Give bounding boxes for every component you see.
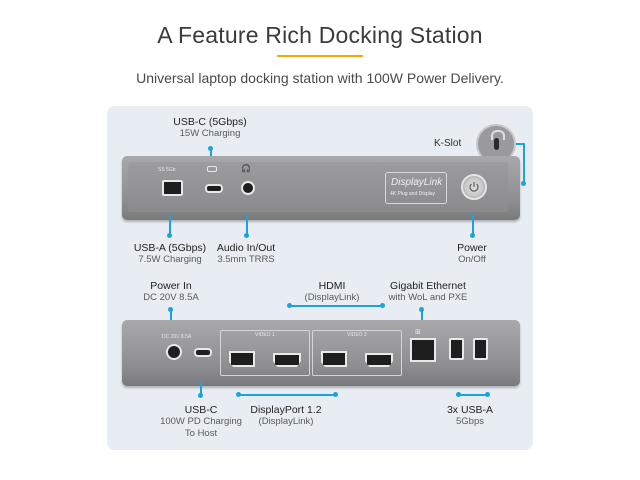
label-front-usba-detail: 7.5W Charging	[138, 254, 202, 265]
video-group-2: VIDEO 2	[312, 330, 402, 376]
page-title: A Feature Rich Docking Station	[157, 22, 483, 48]
callout-front-usba-line	[168, 216, 171, 234]
label-audio-detail: 3.5mm TRRS	[217, 254, 275, 265]
label-back-usba: 3x USB-A 5Gbps	[430, 404, 510, 428]
ethernet-port	[410, 338, 436, 362]
front-usbc-port	[205, 184, 223, 193]
title-underline	[277, 55, 363, 57]
front-faceplate	[128, 162, 508, 212]
power-button[interactable]	[461, 174, 487, 200]
label-power-detail: On/Off	[458, 254, 486, 265]
label-displayport: DisplayPort 1.2 (DisplayLink)	[234, 404, 338, 428]
callout-back-usbc-dot	[198, 393, 203, 398]
callout-power-dot	[470, 233, 475, 238]
callout-hdmi-hline	[290, 304, 382, 307]
dock-front-view: SS 5Gb 🎧 DisplayLink 4K Plug and Display	[122, 156, 520, 220]
label-power-in-detail: DC 20V 8.5A	[143, 292, 199, 303]
usbc-symbol-icon	[207, 166, 217, 172]
label-hdmi: HDMI (DisplayLink)	[292, 280, 372, 304]
video-group-1-label: VIDEO 1	[255, 332, 275, 338]
back-usba-port-2	[473, 338, 488, 360]
dp-port-2	[321, 351, 347, 367]
back-usbc-port	[194, 348, 212, 357]
displaylink-logo: DisplayLink	[391, 177, 443, 188]
callout-usba-dot-left	[456, 392, 461, 397]
label-front-usbc-name: USB-C (5Gbps)	[173, 116, 247, 128]
label-back-usbc: USB-C 100W PD Charging To Host	[150, 404, 252, 440]
front-audio-port	[241, 181, 255, 195]
callout-power-line	[471, 214, 474, 234]
label-back-usbc-detail2: To Host	[184, 428, 218, 439]
callout-kslot-hline	[516, 143, 525, 145]
displaylink-badge: DisplayLink 4K Plug and Display	[385, 172, 447, 204]
callout-kslot-dot	[521, 181, 526, 186]
label-ethernet-name: Gigabit Ethernet	[390, 280, 466, 292]
label-back-usba-detail: 5Gbps	[456, 416, 484, 427]
label-power-in-name: Power In	[150, 280, 192, 292]
callout-hdmi-dot-right	[380, 303, 385, 308]
usba-port-marking: SS 5Gb	[158, 167, 176, 173]
callout-power-in-dot	[168, 307, 173, 312]
lock-icon	[491, 130, 505, 140]
label-front-usbc: USB-C (5Gbps) 15W Charging	[150, 116, 270, 140]
video-group-1: VIDEO 1	[220, 330, 310, 376]
label-back-usba-name: 3x USB-A	[446, 404, 494, 416]
page-subtitle: Universal laptop docking station with 10…	[136, 70, 504, 86]
label-hdmi-detail: (DisplayLink)	[304, 292, 360, 303]
label-kslot: K-Slot	[434, 138, 462, 149]
label-ethernet: Gigabit Ethernet with WoL and PXE	[376, 280, 480, 304]
label-power-name: Power	[457, 242, 487, 254]
label-power: Power On/Off	[430, 242, 514, 266]
network-icon: ⊞	[415, 329, 421, 336]
headset-icon: 🎧	[241, 164, 251, 173]
dc-port-marking: DC 20V 8.5A	[162, 334, 192, 340]
dp-port-1	[229, 351, 255, 367]
label-hdmi-name: HDMI	[318, 280, 346, 292]
callout-usba-hline	[459, 393, 487, 396]
callout-dp-dot-right	[333, 392, 338, 397]
callout-hdmi-dot-left	[287, 303, 292, 308]
displaylink-4k-badge: 4K Plug and Display	[390, 191, 436, 197]
dock-back-view: DC 20V 8.5A VIDEO 1 VIDEO 2 ⊞	[122, 320, 520, 386]
hdmi-port-2	[365, 353, 393, 367]
callout-front-usbc-line	[209, 148, 212, 162]
callout-audio-dot	[244, 233, 249, 238]
callout-kslot-vline	[523, 143, 525, 183]
callout-dp-dot-left	[236, 392, 241, 397]
callout-ethernet-dot	[419, 307, 424, 312]
label-back-usbc-detail: 100W PD Charging	[160, 416, 242, 427]
label-front-usba-name: USB-A (5Gbps)	[133, 242, 207, 254]
callout-back-usbc-line	[199, 382, 202, 394]
label-ethernet-detail: with WoL and PXE	[388, 292, 468, 303]
label-power-in: Power In DC 20V 8.5A	[126, 280, 216, 304]
callout-front-usba-dot	[167, 233, 172, 238]
label-audio-name: Audio In/Out	[216, 242, 276, 254]
label-back-usbc-name: USB-C	[184, 404, 218, 416]
dc-power-port	[166, 344, 182, 360]
power-icon	[469, 182, 479, 192]
video-group-2-label: VIDEO 2	[347, 332, 367, 338]
label-audio: Audio In/Out 3.5mm TRRS	[186, 242, 306, 266]
label-front-usbc-detail: 15W Charging	[179, 128, 241, 139]
label-front-usba: USB-A (5Gbps) 7.5W Charging	[110, 242, 230, 266]
label-displayport-detail: (DisplayLink)	[258, 416, 314, 427]
callout-usba-dot-right	[485, 392, 490, 397]
front-usba-port	[162, 180, 183, 196]
callout-dp-hline	[239, 393, 335, 396]
back-usba-port-1	[449, 338, 464, 360]
label-displayport-name: DisplayPort 1.2	[250, 404, 322, 416]
hdmi-port-1	[273, 353, 301, 367]
kslot-opening	[494, 138, 499, 150]
callout-audio-line	[245, 216, 248, 234]
